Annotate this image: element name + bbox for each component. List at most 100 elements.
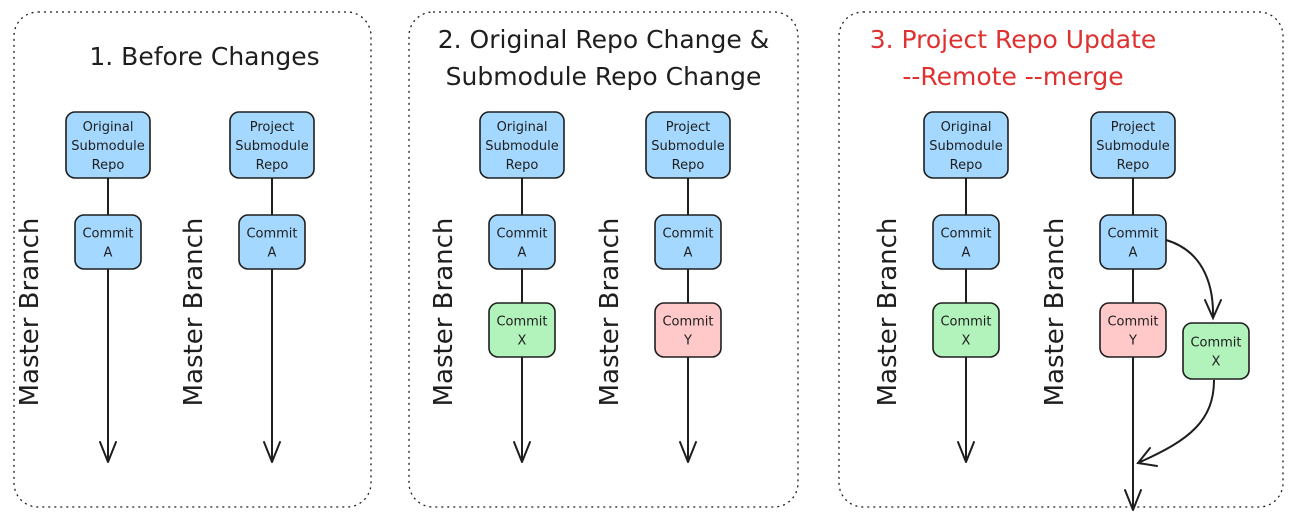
commit-box-label: Commit bbox=[940, 315, 991, 330]
repo-box-label: Submodule bbox=[71, 139, 144, 154]
repo-box-label: Repo bbox=[506, 158, 539, 173]
arrow-head bbox=[1136, 447, 1158, 467]
commit-box-label: A bbox=[104, 246, 113, 261]
commit-box-label: A bbox=[684, 246, 693, 261]
panel-3-title: 3. Project Repo Update bbox=[870, 25, 1157, 54]
repo-box-label: Original bbox=[497, 120, 548, 135]
commit-box-shape bbox=[932, 302, 1000, 358]
arrow-head bbox=[1204, 299, 1222, 321]
repo-box-shape bbox=[645, 111, 731, 179]
repo-box-label: Project bbox=[250, 120, 294, 135]
commit-box-label: X bbox=[962, 334, 971, 349]
repo-box-shape bbox=[65, 111, 151, 179]
commit-box-shape bbox=[654, 302, 722, 358]
repo-box-label: Original bbox=[83, 120, 134, 135]
commit-box-label: A bbox=[268, 246, 277, 261]
repo-box-label: Repo bbox=[92, 158, 125, 173]
commit-box-label: Commit bbox=[1107, 315, 1158, 330]
commit-box-shape bbox=[654, 214, 722, 270]
repo-box-label: Original bbox=[941, 120, 992, 135]
arrow-head bbox=[1124, 489, 1142, 511]
commit-box-shape bbox=[932, 214, 1000, 270]
merge-commit-box-label: Commit bbox=[1190, 336, 1241, 351]
repo-box-label: Repo bbox=[672, 158, 705, 173]
repo-box-label: Project bbox=[666, 120, 710, 135]
commit-box-shape bbox=[1099, 214, 1167, 270]
repo-box-label: Repo bbox=[256, 158, 289, 173]
arrow-head bbox=[957, 441, 975, 463]
branch-label: Master Branch bbox=[179, 218, 209, 407]
merge-out-arrow bbox=[1165, 239, 1215, 319]
branch-label: Master Branch bbox=[429, 218, 459, 407]
repo-box-label: Repo bbox=[950, 158, 983, 173]
panel-1-title: 1. Before Changes bbox=[89, 42, 319, 71]
panel-2-title: Submodule Repo Change bbox=[446, 62, 762, 91]
commit-box-label: Y bbox=[1128, 334, 1137, 349]
merge-in-arrow bbox=[1139, 379, 1215, 463]
branch-label: Master Branch bbox=[873, 218, 903, 407]
commit-box-label: Commit bbox=[662, 315, 713, 330]
repo-box-shape bbox=[479, 111, 565, 179]
panel-2-title: 2. Original Repo Change & bbox=[438, 25, 769, 54]
panel-3-title: --Remote --merge bbox=[902, 62, 1123, 91]
arrow-head bbox=[263, 441, 281, 463]
branch-label: Master Branch bbox=[1040, 218, 1070, 407]
commit-box-label: Commit bbox=[496, 315, 547, 330]
commit-box-shape bbox=[488, 302, 556, 358]
branch-label: Master Branch bbox=[15, 218, 45, 407]
repo-box-label: Submodule bbox=[235, 139, 308, 154]
repo-box-shape bbox=[923, 111, 1009, 179]
repo-box-shape bbox=[229, 111, 315, 179]
panel-1-frame bbox=[13, 11, 372, 508]
commit-box-label: X bbox=[518, 334, 527, 349]
commit-box-label: Commit bbox=[1107, 227, 1158, 242]
commit-box-shape bbox=[488, 214, 556, 270]
commit-box-label: A bbox=[518, 246, 527, 261]
commit-box-label: A bbox=[962, 246, 971, 261]
commit-box-label: Commit bbox=[940, 227, 991, 242]
panel-3-frame bbox=[838, 11, 1284, 508]
commit-box-label: Commit bbox=[496, 227, 547, 242]
repo-box-label: Submodule bbox=[485, 139, 558, 154]
repo-box-label: Submodule bbox=[1096, 139, 1169, 154]
commit-box-label: Y bbox=[683, 334, 692, 349]
repo-box-label: Project bbox=[1111, 120, 1155, 135]
repo-box-label: Repo bbox=[1117, 158, 1150, 173]
repo-box-shape bbox=[1090, 111, 1176, 179]
repo-box-label: Submodule bbox=[651, 139, 724, 154]
panel-2-frame bbox=[408, 11, 799, 508]
commit-box-label: Commit bbox=[662, 227, 713, 242]
merge-commit-box-shape bbox=[1182, 322, 1250, 380]
commit-box-shape bbox=[238, 214, 306, 270]
arrow-head bbox=[99, 441, 117, 463]
merge-commit-box-label: X bbox=[1212, 355, 1221, 370]
commit-box-shape bbox=[74, 214, 142, 270]
commit-box-label: A bbox=[1129, 246, 1138, 261]
commit-box-shape bbox=[1099, 302, 1167, 358]
arrow-head bbox=[679, 441, 697, 463]
commit-box-label: Commit bbox=[246, 227, 297, 242]
commit-box-label: Commit bbox=[82, 227, 133, 242]
arrow-head bbox=[513, 441, 531, 463]
repo-box-label: Submodule bbox=[929, 139, 1002, 154]
branch-label: Master Branch bbox=[595, 218, 625, 407]
